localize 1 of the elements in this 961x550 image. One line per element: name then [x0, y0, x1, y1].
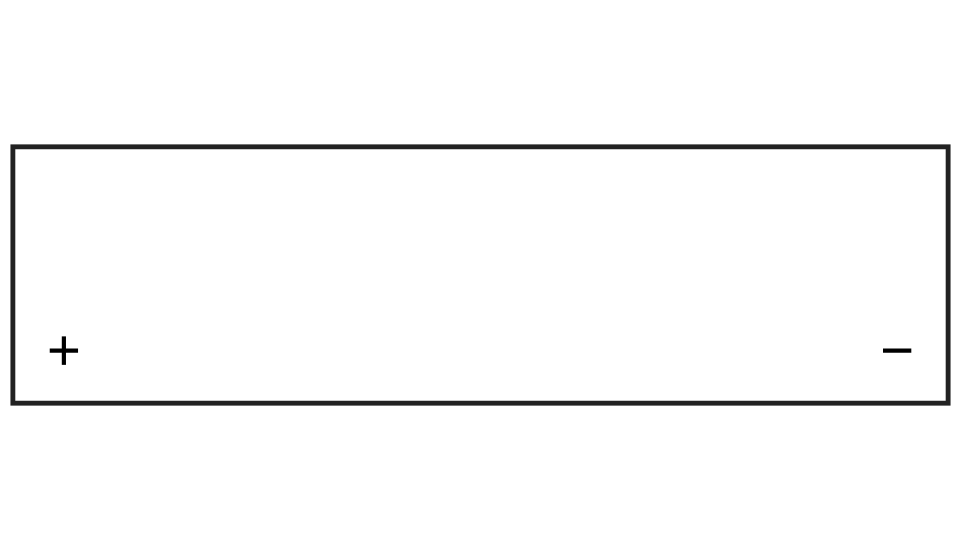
node-box: + −	[10, 144, 951, 406]
